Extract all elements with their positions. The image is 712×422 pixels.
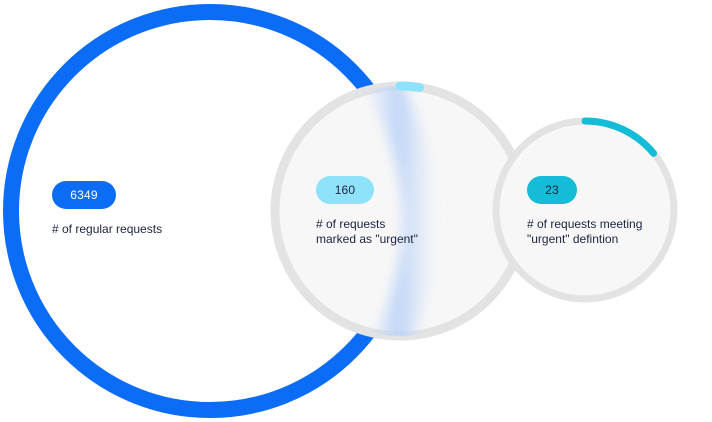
urgent-caption: # of requests marked as "urgent"	[316, 217, 418, 246]
meeting-label-group: 23 # of requests meeting "urgent" defint…	[527, 176, 642, 247]
overlap-highlight	[360, 86, 438, 336]
regular-label-group: 6349 # of regular requests	[52, 181, 162, 237]
meeting-caption: # of requests meeting "urgent" defintion	[527, 217, 643, 246]
urgent-progress-arc	[395, 81, 425, 93]
urgent-count-badge: 160	[316, 176, 374, 204]
meeting-progress-arc	[581, 117, 658, 157]
urgent-label-group: 160 # of requests marked as "urgent"	[316, 176, 418, 247]
regular-count-badge: 6349	[52, 181, 116, 209]
regular-caption: # of regular requests	[52, 222, 163, 236]
meeting-count-badge: 23	[527, 176, 577, 204]
meeting-circle	[492, 117, 678, 303]
